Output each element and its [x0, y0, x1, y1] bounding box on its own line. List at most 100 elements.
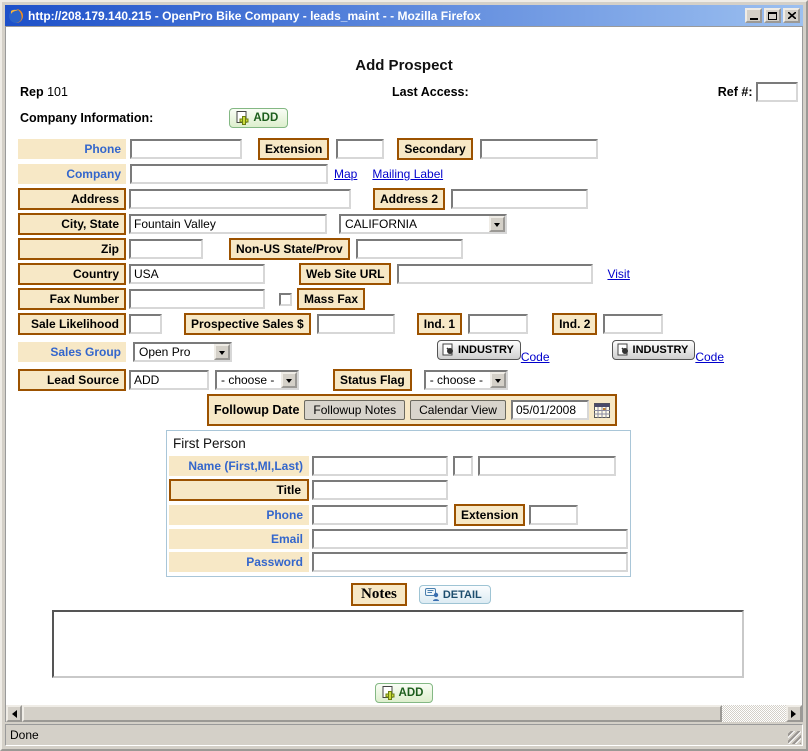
- extension-input[interactable]: [336, 139, 385, 159]
- fax-number-input[interactable]: [129, 289, 265, 309]
- visit-link[interactable]: Visit: [607, 267, 630, 281]
- followup-notes-button[interactable]: Followup Notes: [304, 400, 406, 420]
- detail-contact-icon: [424, 588, 439, 601]
- fp-email-input[interactable]: [312, 529, 628, 549]
- state-selected-value: CALIFORNIA: [345, 217, 418, 231]
- first-person-header: First Person: [173, 436, 246, 451]
- sale-likelihood-input[interactable]: [129, 314, 162, 334]
- code-link-2[interactable]: Code: [695, 350, 725, 364]
- phone-row: Phone Extension Secondary: [18, 138, 802, 160]
- fp-password-input[interactable]: [312, 552, 628, 572]
- calendar-icon[interactable]: [593, 402, 610, 418]
- fp-last-name-input[interactable]: [478, 456, 616, 476]
- followup-date-input[interactable]: [510, 400, 589, 420]
- company-input[interactable]: [130, 164, 328, 184]
- lead-source-row: Lead Source - choose - Status Flag - cho…: [18, 369, 802, 391]
- country-input[interactable]: [129, 264, 265, 284]
- fp-extension-label: Extension: [454, 504, 526, 526]
- lead-source-select[interactable]: - choose -: [215, 370, 299, 390]
- scroll-right-arrow-icon: [791, 709, 800, 718]
- calendar-view-button[interactable]: Calendar View: [410, 400, 506, 420]
- mailing-label-link[interactable]: Mailing Label: [372, 167, 444, 181]
- add-button-top[interactable]: ADD: [229, 108, 289, 128]
- fp-name-row: Name (First,MI,Last): [169, 456, 628, 476]
- followup-group: Followup Date Followup Notes Calendar Vi…: [207, 394, 617, 426]
- sales-group-selected-value: Open Pro: [139, 345, 191, 359]
- scrollbar-thumb[interactable]: [22, 705, 723, 722]
- sales-group-select[interactable]: Open Pro: [133, 342, 232, 362]
- last-access-label: Last Access:: [392, 85, 469, 99]
- lead-source-input[interactable]: [129, 370, 209, 390]
- dropdown-arrow-icon: [489, 216, 505, 232]
- maximize-button[interactable]: [764, 8, 781, 23]
- country-label: Country: [18, 263, 126, 285]
- address2-input[interactable]: [451, 189, 589, 209]
- ind2-label: Ind. 2: [552, 313, 598, 335]
- rep-value: 101: [47, 85, 68, 99]
- status-bar: Done: [5, 724, 803, 746]
- dropdown-arrow-icon: [214, 344, 230, 360]
- code-link-1[interactable]: Code: [520, 350, 550, 364]
- city-state-row: City, State CALIFORNIA: [18, 213, 802, 235]
- fp-title-row: Title: [169, 479, 628, 501]
- fp-extension-input[interactable]: [529, 505, 579, 525]
- detail-button-label: DETAIL: [442, 588, 482, 601]
- prospective-sales-input[interactable]: [316, 314, 395, 334]
- status-flag-select[interactable]: - choose -: [423, 370, 508, 390]
- address-input[interactable]: [129, 189, 351, 209]
- city-state-label: City, State: [18, 213, 126, 235]
- scroll-right-button[interactable]: [786, 705, 802, 722]
- industry-lookup-icon: [617, 343, 628, 356]
- secondary-phone-input[interactable]: [479, 139, 598, 159]
- address-row: Address Address 2: [18, 188, 802, 210]
- secondary-label: Secondary: [397, 138, 473, 160]
- fp-email-row: Email: [169, 529, 628, 549]
- ref-input[interactable]: [756, 82, 798, 102]
- zip-row: Zip Non-US State/Prov: [18, 238, 802, 260]
- industry-button-2[interactable]: INDUSTRY: [611, 340, 696, 360]
- non-us-input[interactable]: [355, 239, 463, 259]
- minimize-button[interactable]: [745, 8, 762, 23]
- map-link[interactable]: Map: [334, 167, 358, 181]
- zip-input[interactable]: [129, 239, 203, 259]
- add-button-bottom[interactable]: ADD: [374, 683, 434, 703]
- fp-phone-label: Phone: [169, 505, 309, 525]
- ind1-label: Ind. 1: [416, 313, 463, 335]
- rep-field: Rep 101: [20, 85, 68, 99]
- sale-likelihood-label: Sale Likelihood: [18, 313, 126, 335]
- industry-lookup-icon: [442, 343, 453, 356]
- add-button-top-label: ADD: [253, 112, 279, 124]
- close-button[interactable]: [783, 8, 800, 23]
- fp-title-input[interactable]: [312, 480, 448, 500]
- fp-name-label: Name (First,MI,Last): [169, 456, 309, 476]
- zip-label: Zip: [18, 238, 126, 260]
- mass-fax-checkbox[interactable]: [279, 292, 292, 306]
- sale-likelihood-row: Sale Likelihood Prospective Sales $ Ind.…: [18, 313, 802, 335]
- fp-phone-input[interactable]: [312, 505, 448, 525]
- first-person-section: First Person Name (First,MI,Last) Title …: [166, 430, 631, 577]
- dropdown-arrow-icon: [489, 372, 506, 388]
- horizontal-scrollbar[interactable]: [5, 705, 803, 722]
- ind1-input[interactable]: [468, 314, 529, 334]
- phone-input[interactable]: [130, 139, 242, 159]
- followup-row: Followup Date Followup Notes Calendar Vi…: [207, 394, 802, 426]
- extension-label: Extension: [258, 138, 330, 160]
- phone-label: Phone: [18, 139, 126, 159]
- web-site-url-input[interactable]: [397, 264, 594, 284]
- detail-button[interactable]: DETAIL: [418, 585, 491, 604]
- fp-middle-initial-input[interactable]: [453, 456, 473, 476]
- scroll-left-arrow-icon: [8, 709, 17, 718]
- notes-textarea[interactable]: [52, 610, 744, 678]
- status-flag-choose-value: - choose -: [429, 373, 484, 387]
- fp-email-label: Email: [169, 529, 309, 549]
- industry-button-1[interactable]: INDUSTRY: [437, 340, 521, 360]
- resize-grip[interactable]: [788, 731, 801, 744]
- fp-first-name-input[interactable]: [312, 456, 448, 476]
- city-input[interactable]: [129, 214, 327, 234]
- rep-label: Rep: [20, 85, 44, 99]
- state-select[interactable]: CALIFORNIA: [339, 214, 507, 234]
- sales-group-label: Sales Group: [18, 342, 126, 362]
- ind2-input[interactable]: [603, 314, 664, 334]
- scroll-left-button[interactable]: [6, 705, 22, 722]
